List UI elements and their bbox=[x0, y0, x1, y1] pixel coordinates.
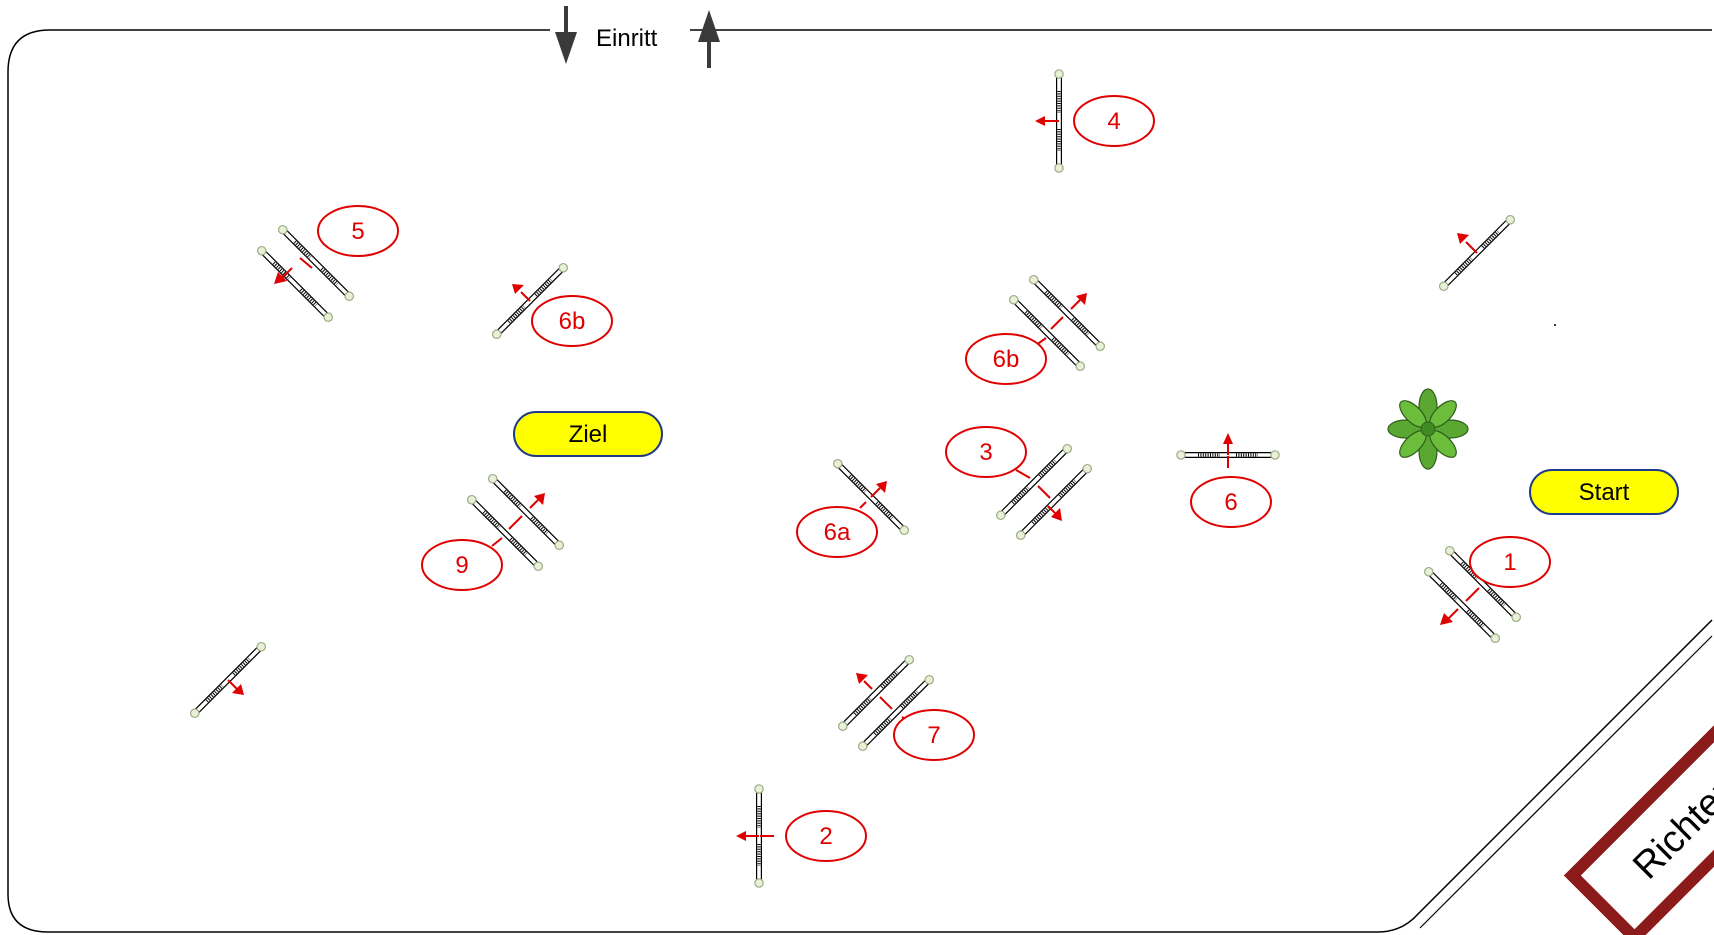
direction-arrow-icon bbox=[1047, 505, 1062, 521]
obstacle-number: 6b bbox=[993, 346, 1020, 373]
entry-down-arrow-icon bbox=[555, 6, 577, 64]
start-label: Start bbox=[1579, 479, 1630, 506]
obstacle-3 bbox=[995, 443, 1093, 541]
direction-arrow-icon bbox=[870, 481, 887, 498]
start-marker bbox=[1529, 469, 1679, 515]
obstacle-6b bbox=[1008, 274, 1106, 372]
obstacle-number: 6 bbox=[1224, 489, 1237, 516]
obstacle-number: 6b bbox=[559, 308, 586, 335]
obstacle-number: 7 bbox=[927, 722, 940, 749]
direction-arrow-icon bbox=[1223, 433, 1233, 455]
obstacle-number: 1 bbox=[1503, 549, 1516, 576]
arena-diagonal bbox=[1419, 635, 1713, 929]
obstacle-number: 2 bbox=[819, 823, 832, 850]
direction-arrow-icon bbox=[1070, 293, 1087, 310]
direction-arrow-icon bbox=[529, 493, 545, 509]
obstacle-number: 4 bbox=[1107, 108, 1120, 135]
finish-marker bbox=[513, 411, 663, 457]
entry-up-arrow-icon bbox=[698, 10, 720, 68]
obstacle-number: 6a bbox=[824, 519, 851, 546]
arena-border bbox=[7, 29, 1713, 933]
plant-icon bbox=[1387, 388, 1469, 470]
direction-arrow-icon bbox=[512, 284, 531, 302]
obstacle-9 bbox=[466, 473, 565, 572]
obstacle-number: 3 bbox=[979, 439, 992, 466]
obstacle-1 bbox=[1423, 545, 1522, 644]
direction-arrow-icon bbox=[736, 831, 759, 841]
obstacle-5 bbox=[256, 224, 355, 323]
direction-arrow-icon bbox=[227, 679, 244, 695]
obstacle-number: 9 bbox=[455, 552, 468, 579]
direction-arrow-icon bbox=[856, 673, 873, 690]
obstacle-7 bbox=[837, 654, 935, 752]
obstacle-number: 5 bbox=[351, 218, 364, 245]
direction-arrow-icon bbox=[1457, 233, 1478, 254]
direction-arrow-icon bbox=[1440, 608, 1459, 625]
direction-arrow-icon bbox=[274, 267, 293, 284]
judge-sign: Richter bbox=[1563, 697, 1714, 935]
finish-label: Ziel bbox=[569, 421, 608, 448]
direction-arrow-icon bbox=[1035, 116, 1059, 126]
entry-label: Einritt bbox=[596, 25, 658, 52]
